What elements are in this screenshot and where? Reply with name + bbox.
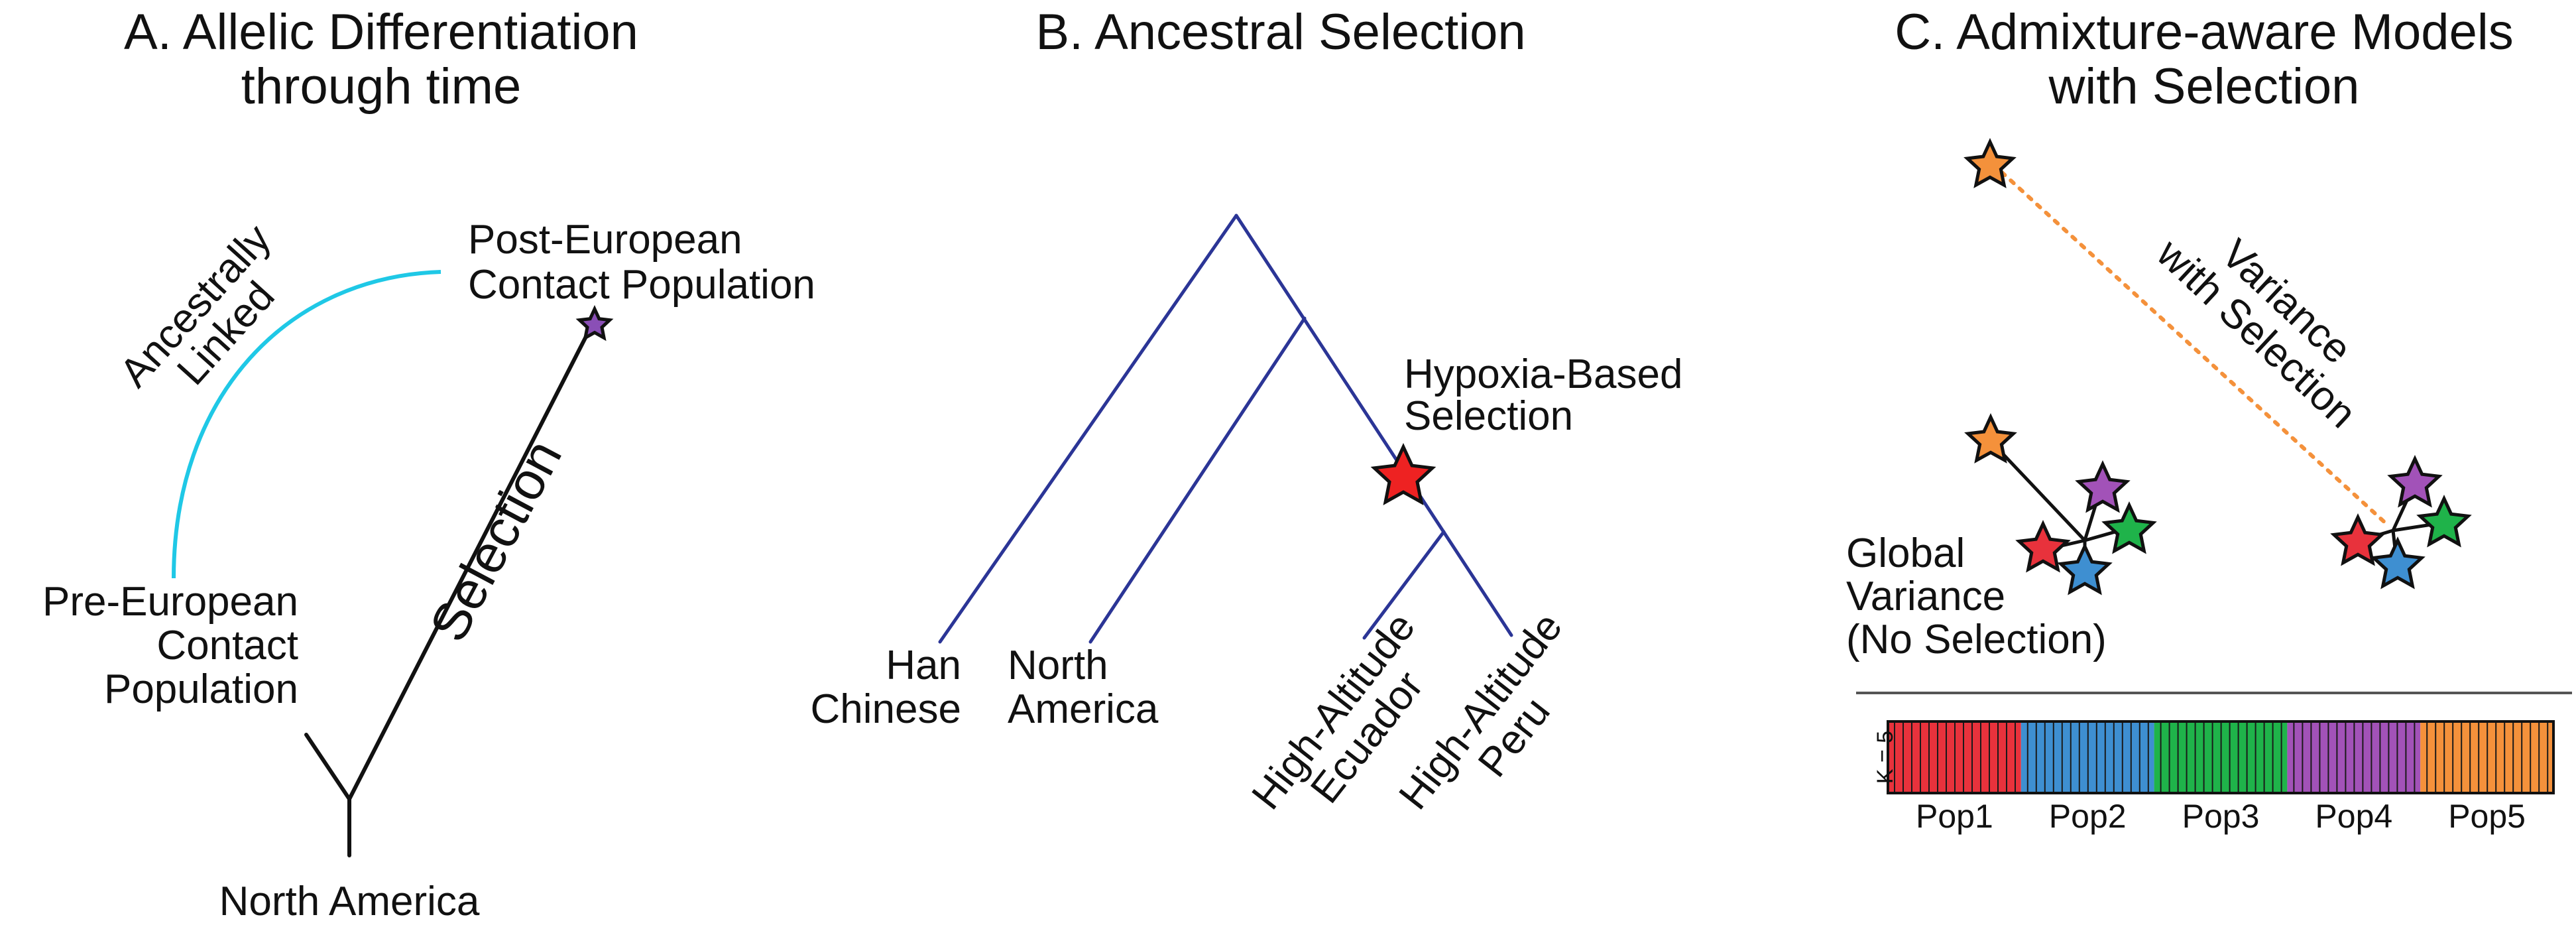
pre-european-label-line3: Population bbox=[104, 666, 298, 712]
variance-with-selection-dotted-line bbox=[2000, 170, 2388, 526]
red-hypoxia-star bbox=[1370, 443, 1436, 506]
selection-label: Selection bbox=[418, 430, 573, 651]
pop-label-4: Pop4 bbox=[2315, 798, 2392, 835]
red-star-cluster-right bbox=[2330, 513, 2386, 566]
ancestral-link-arc bbox=[172, 270, 441, 579]
hypoxia-label-line2: Selection bbox=[1404, 393, 1573, 439]
global-variance-line2: Variance bbox=[1846, 574, 2005, 619]
red-star-cluster-left bbox=[2015, 520, 2071, 573]
k-label: K = 5 bbox=[1873, 731, 1898, 784]
pop-label-1: Pop1 bbox=[1916, 798, 1993, 835]
north-america-leaf-line1: North bbox=[1008, 643, 1108, 688]
pre-european-label-line2: Contact bbox=[156, 623, 298, 668]
variance-selection-label: Variance with Selection bbox=[2148, 230, 2365, 437]
hypoxia-label-line1: Hypoxia-Based bbox=[1404, 351, 1682, 397]
green-star-cluster-left bbox=[2101, 501, 2157, 554]
admixture-bar bbox=[1887, 720, 2555, 794]
post-european-label-line2: Contact Population bbox=[468, 262, 815, 308]
selection-text: Selection bbox=[418, 430, 573, 651]
tree-b bbox=[938, 214, 1513, 644]
tree-a bbox=[304, 323, 594, 857]
post-european-label-line1: Post-European bbox=[468, 217, 742, 263]
panel-c: C. Admixture-aware Models with Selection… bbox=[1846, 4, 2572, 835]
panel-a-title-line2: through time bbox=[241, 58, 521, 115]
blue-star-cluster-left bbox=[2057, 542, 2113, 595]
panel-a-title-line1: A. Allelic Differentiation bbox=[124, 4, 638, 60]
panel-c-title-line2: with Selection bbox=[2048, 58, 2360, 115]
han-label-line2: Chinese bbox=[811, 686, 961, 732]
ancestrally-linked-label: Ancestrally Linked bbox=[111, 216, 284, 397]
north-america-leaf-line2: America bbox=[1008, 686, 1159, 732]
purple-star-cluster-right bbox=[2387, 455, 2443, 508]
k-label-text: K = 5 bbox=[1873, 731, 1898, 784]
pop-label-5: Pop5 bbox=[2448, 798, 2526, 835]
purple-selection-star bbox=[575, 305, 614, 341]
admixture-bar-border bbox=[1887, 720, 2555, 794]
global-variance-line3: (No Selection) bbox=[1846, 617, 2107, 662]
panel-a: A. Allelic Differentiation through time … bbox=[42, 4, 815, 924]
panel-b-title: B. Ancestral Selection bbox=[1035, 4, 1525, 60]
han-label-line1: Han bbox=[886, 643, 961, 688]
purple-star-cluster-left bbox=[2075, 460, 2131, 513]
panel-c-title-line1: C. Admixture-aware Models bbox=[1895, 4, 2513, 60]
peru-label: High-Altitude Peru bbox=[1390, 604, 1571, 818]
north-america-root-label: North America bbox=[219, 879, 480, 924]
orange-star-cluster-left bbox=[1964, 413, 2017, 464]
pre-european-label-line1: Pre-European bbox=[42, 579, 298, 625]
blue-star-cluster-right bbox=[2370, 536, 2426, 590]
orange-star-top bbox=[1963, 138, 2017, 188]
panel-b: B. Ancestral Selection Hypoxia-Based Sel… bbox=[811, 4, 1683, 818]
pop-label-3: Pop3 bbox=[2182, 798, 2260, 835]
global-variance-line1: Global bbox=[1846, 530, 1965, 576]
pop-labels: Pop1 Pop2 Pop3 Pop4 Pop5 bbox=[1916, 798, 2526, 835]
green-star-cluster-right bbox=[2416, 495, 2472, 548]
pop-label-2: Pop2 bbox=[2049, 798, 2127, 835]
